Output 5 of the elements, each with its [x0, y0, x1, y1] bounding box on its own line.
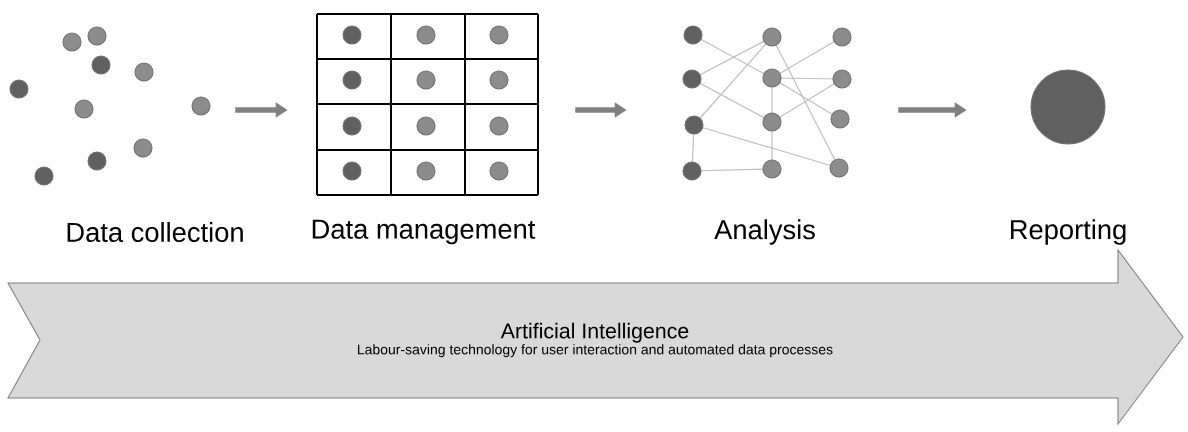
stage-label: Analysis: [714, 219, 815, 245]
stage-label: Reporting: [1011, 219, 1126, 245]
stage-label: Data collection: [67, 221, 243, 243]
stage-label: Data management: [312, 219, 536, 245]
chevron-arrow-band: Artificial Intelligence Labour-saving technology for user interaction and automated data processes: [7, 248, 1184, 426]
